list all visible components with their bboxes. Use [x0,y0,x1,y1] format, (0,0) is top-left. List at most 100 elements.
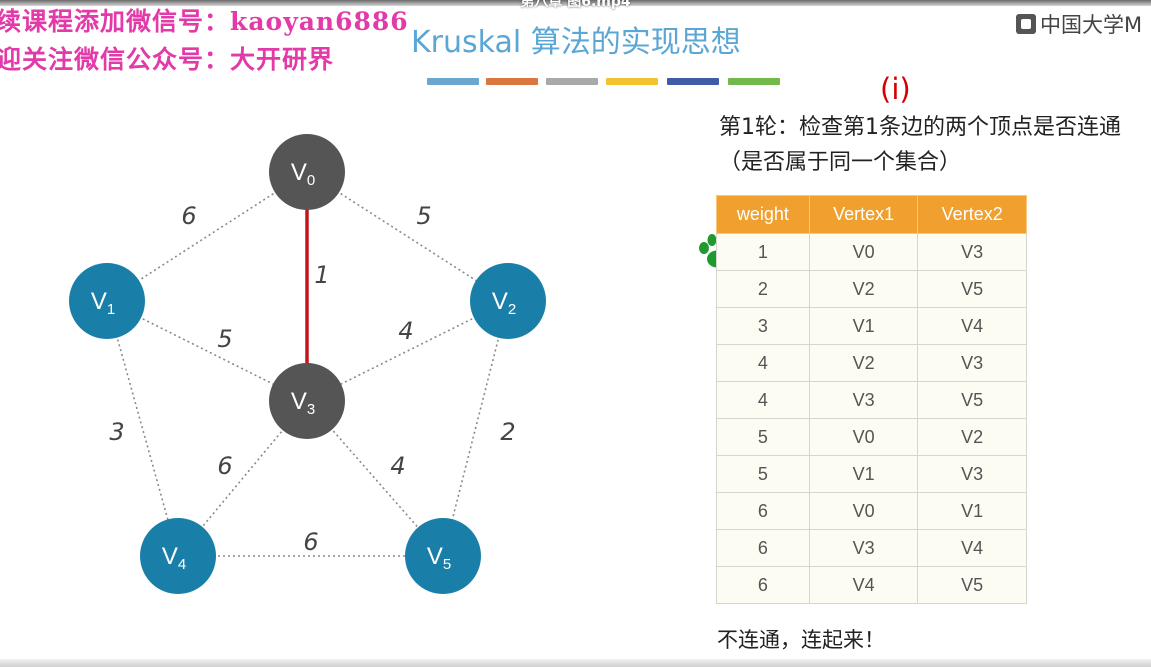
cell-vertex1: V1 [808,307,919,345]
node-label: V0 [291,159,315,189]
node-v1 [69,263,145,339]
node-label-subscript: 4 [178,556,186,573]
cell-vertex2: V4 [917,529,1027,567]
cell-weight: 3 [716,307,810,345]
cell-vertex2: V4 [917,307,1027,345]
edge-weight-label: 6 [217,452,232,480]
cell-weight: 5 [716,418,810,456]
cell-vertex1: V4 [808,566,919,604]
node-label: V3 [291,388,315,418]
cell-weight: 4 [716,381,810,419]
video-top-bar [0,0,1151,6]
cell-vertex2: V5 [917,270,1027,308]
column-header-weight: weight [716,195,810,234]
node-v2 [470,263,546,339]
edge-weight-label: 2 [500,418,515,446]
video-file-title: 第八章 图6.mp4 [520,0,631,10]
color-bar-segment [606,78,658,85]
node-label: V1 [91,288,115,318]
cell-vertex2: V5 [917,381,1027,419]
node-label: V5 [427,543,451,573]
edge-table-header: weight Vertex1 Vertex2 [716,195,1027,234]
step-description: 第1轮：检查第1条边的两个顶点是否连通（是否属于同一个集合） [719,115,1121,175]
edge-v1-v4 [106,300,179,557]
cell-vertex2: V3 [917,455,1027,493]
node-v0 [269,134,345,210]
cell-weight: 5 [716,455,810,493]
video-bottom-bar [0,659,1151,667]
column-header-vertex1: Vertex1 [808,195,919,234]
cell-weight: 6 [716,566,810,604]
conclusion-text: 不连通，连起来！ [717,628,885,652]
node-label-subscript: 2 [508,301,516,318]
node-label-letter: V [492,288,508,315]
round-marker: (i) [880,72,911,106]
cell-vertex2: V3 [917,344,1027,382]
mooc-logo-icon [1016,14,1036,34]
node-label-subscript: 0 [307,172,315,189]
cell-vertex2: V1 [917,492,1027,530]
cell-vertex1: V0 [808,492,919,530]
cell-vertex1: V3 [808,381,919,419]
cell-vertex1: V2 [808,344,919,382]
watermark-official-account: 迎关注微信公众号：大开研界 [0,45,335,74]
cell-vertex2: V5 [917,566,1027,604]
color-bar-segment [667,78,719,85]
edge-v2-v5 [442,300,509,557]
cell-weight: 6 [716,492,810,530]
edge-weight-label: 4 [390,452,405,480]
mooc-logo-text: 中国大学M [1040,13,1143,37]
color-bar-segment [427,78,479,85]
node-v5 [405,518,481,594]
node-label-subscript: 3 [307,401,315,418]
cell-vertex1: V0 [808,233,919,271]
node-label-letter: V [291,388,307,415]
node-label-letter: V [91,288,107,315]
cell-vertex2: V2 [917,418,1027,456]
edge-weight-label: 3 [109,418,124,446]
cell-vertex1: V2 [808,270,919,308]
edge-weight-label: 6 [181,202,196,230]
cell-weight: 4 [716,344,810,382]
color-bar-segment [546,78,598,85]
edge-weight-label: 1 [314,261,329,289]
edge-weight-label: 4 [398,317,413,345]
node-label: V4 [162,543,186,573]
cell-weight: 2 [716,270,810,308]
cell-weight: 1 [716,233,810,271]
mooc-logo: 中国大学M [1016,9,1142,39]
column-header-vertex2: Vertex2 [917,195,1027,234]
edge-weight-label: 5 [416,202,431,230]
node-v3 [269,363,345,439]
node-label-subscript: 1 [107,301,115,318]
node-label: V2 [492,288,516,318]
edge-weight-label: 5 [217,325,232,353]
cell-weight: 6 [716,529,810,567]
cell-vertex1: V3 [808,529,919,567]
node-label-letter: V [427,543,443,570]
cell-vertex1: V1 [808,455,919,493]
edge-weight-label: 6 [303,528,318,556]
cell-vertex2: V3 [917,233,1027,271]
color-bar-segment [728,78,780,85]
slide-title: Kruskal 算法的实现思想 [411,25,741,60]
watermark-wechat-id: 续课程添加微信号：kaoyan6886 [0,7,409,36]
node-label-letter: V [162,543,178,570]
node-label-subscript: 5 [443,556,451,573]
node-v4 [140,518,216,594]
cell-vertex1: V0 [808,418,919,456]
node-label-letter: V [291,159,307,186]
edge-v3-v4 [177,400,308,557]
